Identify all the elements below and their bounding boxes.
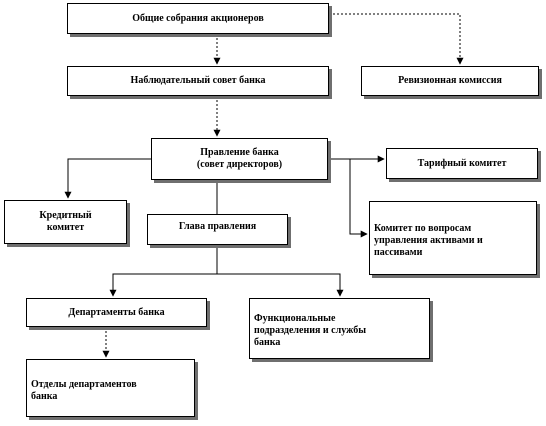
credit-committee-box: Кредитный комитет	[4, 200, 127, 244]
alco-committee-label-3: пассивами	[374, 247, 423, 258]
tariff-committee-label: Тарифный комитет	[417, 157, 507, 169]
management-board-label-1: Правление банка	[200, 147, 279, 158]
management-board-label-2: (совет директоров)	[196, 159, 283, 170]
department-divisions-label-2: банка	[31, 391, 58, 402]
arrow-head-functional	[217, 273, 344, 297]
shareholders-label: Общие собрания акционеров	[132, 12, 264, 24]
credit-committee-label-2: комитет	[46, 222, 85, 233]
arrow-management-credit	[64, 158, 151, 199]
supervisory-board-label: Наблюдательный совет банка	[130, 75, 266, 86]
alco-committee-box: Комитет по вопросам управления активами …	[369, 201, 537, 275]
alco-committee-label-2: управления активами и	[374, 235, 483, 246]
alco-committee-label-1: Комитет по вопросам	[374, 223, 472, 234]
supervisory-board-box: Наблюдательный совет банка	[67, 66, 329, 96]
functional-units-label-2: подразделения и службы	[254, 324, 367, 336]
department-divisions-label-1: Отделы департаментов	[31, 379, 137, 390]
department-divisions-box: Отделы департаментов банка	[26, 359, 195, 417]
shareholders-box: Общие собрания акционеров	[67, 3, 329, 34]
credit-committee-label-1: Кредитный	[39, 210, 92, 221]
functional-units-box: Функциональные подразделения и службы ба…	[249, 298, 430, 359]
functional-units-label-1: Функциональные	[254, 312, 336, 324]
arrow-shareholders-audit	[329, 13, 464, 65]
arrow-management-alco	[349, 159, 368, 238]
departments-box: Департаменты банка	[26, 298, 207, 327]
departments-label: Департаменты банка	[68, 306, 165, 318]
management-board-box: Правление банка (совет директоров)	[151, 138, 328, 180]
head-of-board-label: Глава правления	[178, 221, 257, 232]
audit-commission-box: Ревизионная комиссия	[361, 66, 539, 96]
functional-units-label-3: банка	[254, 336, 281, 348]
line-head-split	[109, 245, 218, 297]
tariff-committee-box: Тарифный комитет	[386, 148, 538, 179]
audit-commission-label: Ревизионная комиссия	[398, 75, 502, 86]
head-of-board-box: Глава правления	[147, 214, 288, 245]
